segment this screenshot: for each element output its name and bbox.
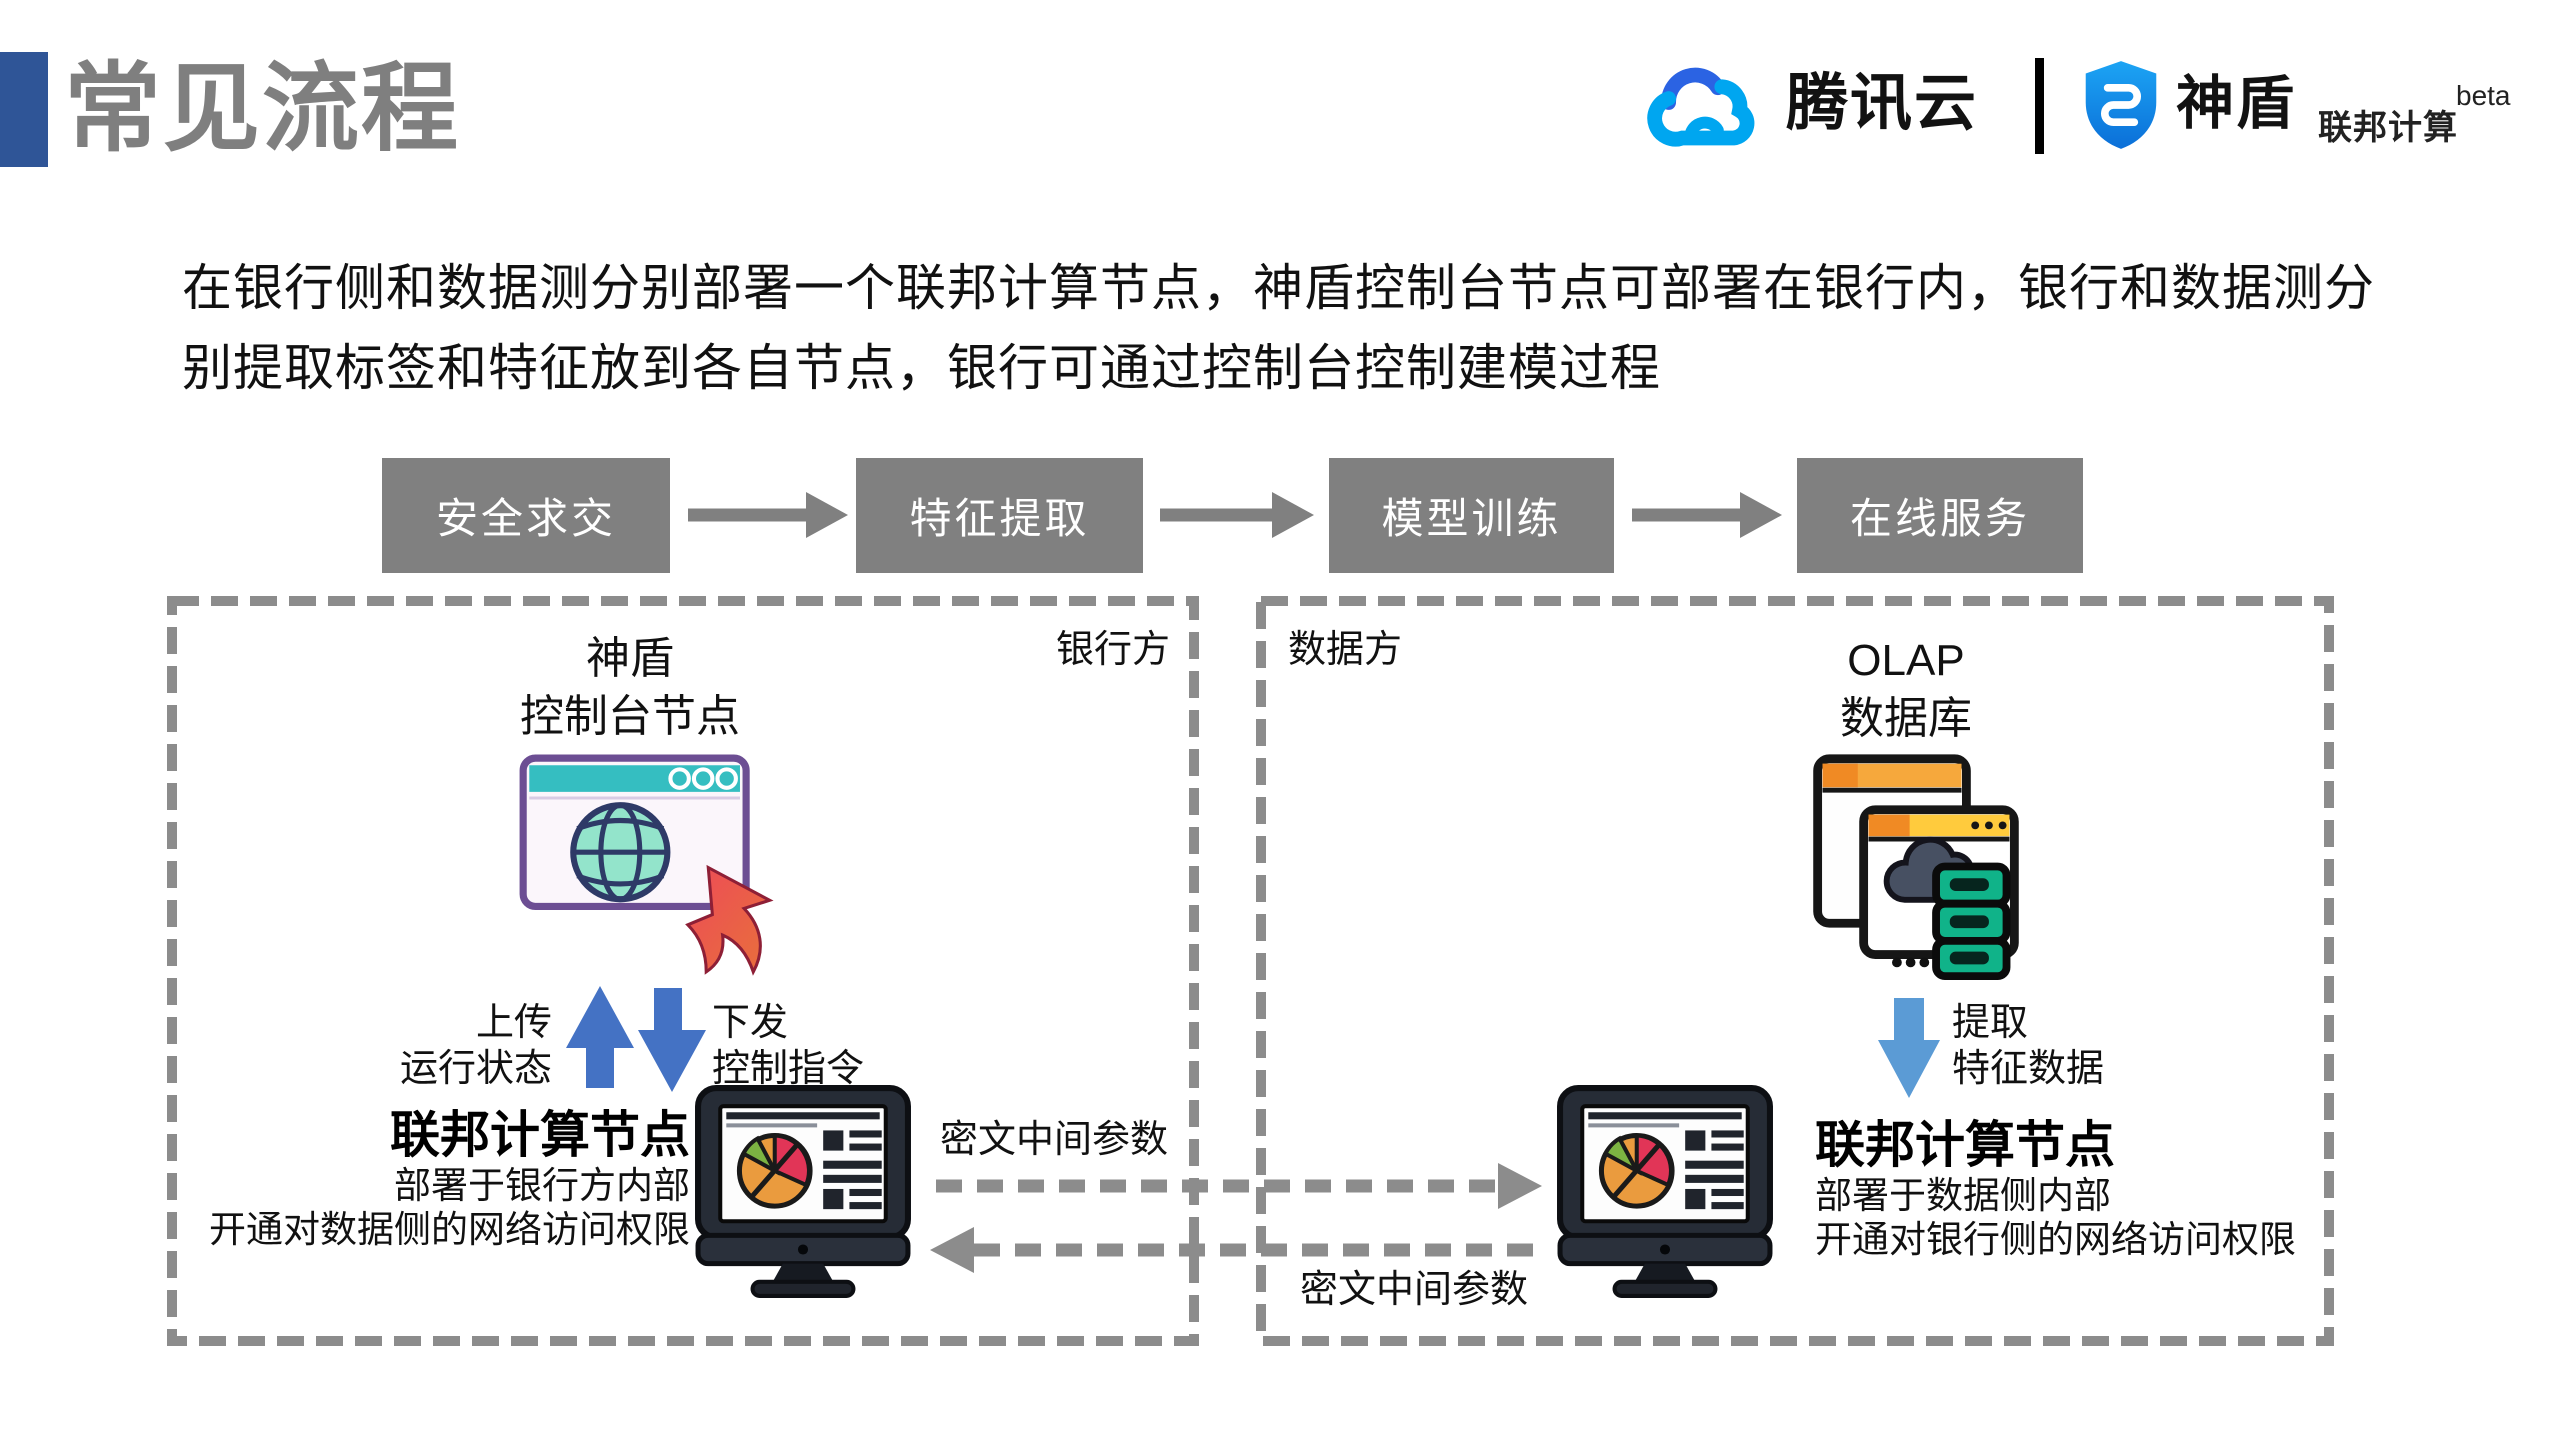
- olap-db-heading-line2: 数据库: [1840, 694, 1972, 743]
- console-node-heading-line2: 控制台节点: [520, 692, 740, 741]
- shield-subtitle: 联邦计算: [2318, 109, 2458, 147]
- cipher-arrow-to-data: [936, 1163, 1542, 1209]
- page-title: 常见流程: [64, 54, 460, 163]
- data-zone-border: [1256, 596, 2334, 1346]
- extract-feature-label-line1: 提取: [1952, 1002, 2029, 1044]
- extract-down-arrow-icon: [1878, 998, 1940, 1098]
- logo-divider: [2035, 58, 2044, 154]
- flow-arrow-1: [688, 492, 848, 538]
- download-command-label: 下发 控制指令: [712, 1000, 972, 1092]
- extract-feature-label: 提取 特征数据: [1952, 1000, 2212, 1092]
- shield-icon: [2085, 61, 2157, 149]
- intro-line-2: 别提取标签和特征放到各自节点，银行可通过控制台控制建模过程: [182, 340, 1661, 396]
- data-zone-label: 数据方: [1288, 629, 1403, 671]
- intro-line-1: 在银行侧和数据测分别部署一个联邦计算节点，神盾控制台节点可部署在银行内，银行和数…: [182, 260, 2375, 316]
- bank-node-title: 联邦计算节点: [390, 1107, 690, 1163]
- flow-arrow-2: [1160, 492, 1314, 538]
- flow-arrow-3: [1632, 492, 1782, 538]
- console-browser-icon: [519, 754, 774, 976]
- data-node-title: 联邦计算节点: [1815, 1117, 2115, 1173]
- intro-paragraph: 在银行侧和数据测分别部署一个联邦计算节点，神盾控制台节点可部署在银行内，银行和数…: [182, 248, 2462, 408]
- data-node-monitor-icon: [1557, 1085, 1773, 1298]
- shield-wordmark: 神盾: [2176, 71, 2297, 136]
- download-command-label-line2: 控制指令: [712, 1048, 865, 1090]
- title-accent-bar: [0, 52, 48, 167]
- beta-badge: beta: [2456, 80, 2511, 111]
- upload-status-label-line1: 上传: [475, 1002, 552, 1044]
- flow-step-online-serving: 在线服务: [1797, 458, 2083, 573]
- bank-zone-label: 银行方: [1055, 629, 1170, 671]
- console-node-heading-line1: 神盾: [586, 634, 674, 683]
- bank-node-desc-line2: 开通对数据侧的网络访问权限: [209, 1209, 690, 1250]
- bank-node-block: 联邦计算节点 部署于银行方内部 开通对数据侧的网络访问权限: [140, 1106, 690, 1252]
- download-down-arrow-icon: [638, 988, 706, 1092]
- data-node-desc-line1: 部署于数据侧内部: [1815, 1175, 2111, 1216]
- download-command-label-line1: 下发: [712, 1002, 789, 1044]
- flow-step-feature-extraction: 特征提取: [856, 458, 1143, 573]
- tencent-cloud-icon: [1647, 67, 1755, 147]
- olap-db-heading: OLAP 数据库: [1706, 632, 2106, 748]
- tencent-cloud-wordmark: 腾讯云: [1786, 69, 1979, 138]
- console-node-heading: 神盾 控制台节点: [430, 630, 830, 746]
- cipher-arrow-to-bank: [930, 1227, 1534, 1273]
- data-node-desc-line2: 开通对银行侧的网络访问权限: [1815, 1219, 2296, 1260]
- bank-zone-border: [167, 596, 1199, 1346]
- cipher-param-label-to-data: 密文中间参数: [940, 1119, 1169, 1161]
- cipher-param-label-to-bank: 密文中间参数: [1300, 1269, 1529, 1311]
- bank-node-desc-line1: 部署于银行方内部: [394, 1165, 690, 1206]
- upload-up-arrow-icon: [566, 986, 634, 1088]
- bank-node-monitor-icon: [695, 1085, 911, 1298]
- upload-status-label: 上传 运行状态: [380, 1000, 552, 1092]
- flow-step-model-training: 模型训练: [1329, 458, 1614, 573]
- extract-feature-label-line2: 特征数据: [1952, 1048, 2105, 1090]
- olap-db-heading-line1: OLAP: [1847, 636, 1965, 685]
- data-node-block: 联邦计算节点 部署于数据侧内部 开通对银行侧的网络访问权限: [1815, 1116, 2395, 1262]
- flow-step-psi: 安全求交: [382, 458, 670, 573]
- upload-status-label-line2: 运行状态: [399, 1048, 552, 1090]
- olap-database-icon: [1813, 754, 2019, 981]
